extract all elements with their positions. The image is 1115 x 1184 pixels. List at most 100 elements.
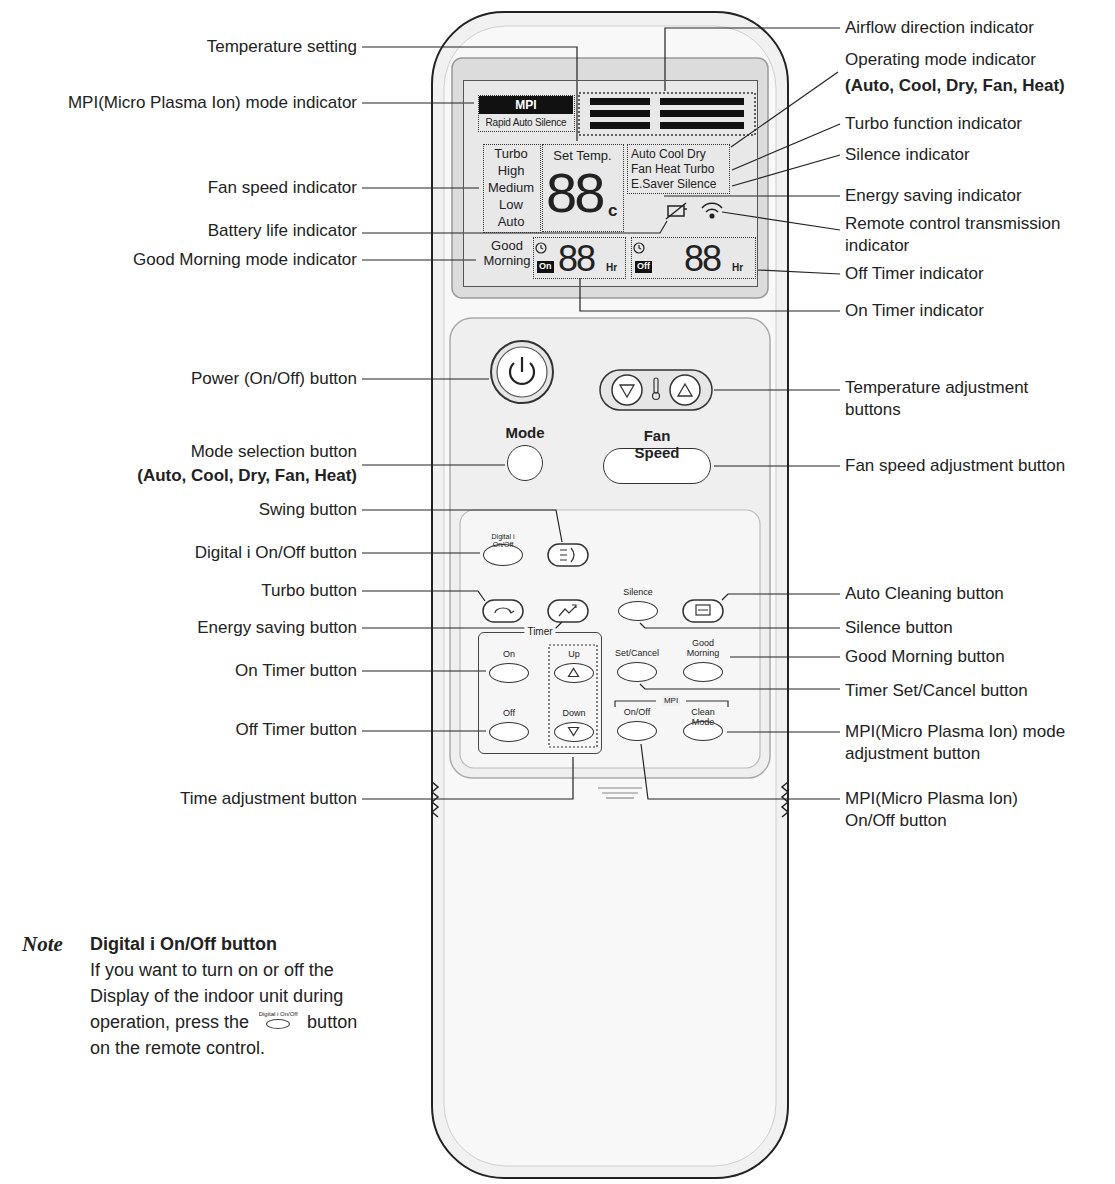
- arrow-glyph: [569, 728, 579, 736]
- battery-cover-grooves: [602, 792, 638, 793]
- button-caption: Set/Cancel: [615, 649, 659, 659]
- lcd-indicator-box: Off88Hr: [631, 237, 756, 279]
- callout-label: Good Morning mode indicator: [27, 249, 357, 271]
- leader-line: [641, 744, 840, 799]
- power-button: [491, 341, 553, 403]
- icon-buttons: [698, 610, 708, 611]
- temperature-buttons: [654, 378, 658, 393]
- remote-button: Good Morning: [679, 639, 727, 682]
- button-caption: Good Morning: [687, 639, 720, 659]
- leader-line: [362, 47, 577, 141]
- timer-panel: TimerOnUpOffDown: [478, 632, 602, 754]
- timer-clock-icon: [634, 243, 644, 253]
- callout-label: Temperature setting: [27, 36, 357, 58]
- lcd-indicator-box: Good MorningMPIRapid Auto SilenceTurbo H…: [463, 80, 758, 287]
- leader-line: [362, 552, 480, 553]
- battery-cover-grooves: [598, 787, 642, 788]
- button-caption: Mode: [505, 425, 544, 442]
- leader-line: [722, 212, 840, 230]
- remote-button: On/Off: [615, 708, 659, 741]
- callout-label: (Auto, Cool, Dry, Fan, Heat): [27, 465, 357, 487]
- button-shape: [489, 722, 529, 742]
- remote-button: Up: [552, 650, 596, 683]
- remote-button: On: [487, 650, 531, 683]
- leader-line: [722, 594, 840, 600]
- arrow-glyph: [569, 669, 579, 677]
- callout-label: Swing button: [27, 499, 357, 521]
- leader-line: [714, 465, 840, 466]
- callout-label: Digital i On/Off button: [27, 542, 357, 564]
- timer-clock-icon: [639, 245, 641, 249]
- leader-line: [362, 670, 486, 671]
- callout-label: MPI(Micro Plasma Ion) On/Off button: [845, 788, 1045, 832]
- button-caption: Up: [568, 650, 580, 660]
- panel-heading: Timer: [524, 626, 555, 638]
- note-heading: Note: [22, 931, 88, 957]
- button-caption: Digital i On/Off: [491, 533, 516, 548]
- arrow-glyph: [555, 664, 592, 681]
- lcd-display: [452, 58, 768, 298]
- remote-body: [432, 12, 788, 1178]
- timer-clock-icon: [541, 245, 543, 249]
- icon-button-shape: [266, 1019, 290, 1029]
- temperature-buttons: [600, 370, 712, 410]
- note-body: If you want to turn on or off the Displa…: [90, 957, 380, 1061]
- indicator-text: On: [537, 261, 554, 273]
- leader-line: [362, 730, 486, 731]
- group-label: MPI: [662, 696, 680, 706]
- button-shape: [617, 721, 657, 741]
- leader-line: [362, 187, 479, 188]
- icon-buttons: [483, 544, 723, 622]
- button-caption: Down: [562, 709, 585, 719]
- leader-line: [732, 155, 840, 186]
- battery-icon: [684, 208, 687, 210]
- icon-buttons: [559, 605, 576, 616]
- transmission-icon: [702, 203, 722, 208]
- indicator-text: Set Temp.: [545, 148, 620, 164]
- temperature-buttons: [620, 385, 634, 397]
- button-caption: Silence: [623, 588, 653, 598]
- transmission-icon: [702, 203, 722, 217]
- power-button: [521, 357, 523, 372]
- leader-line: [758, 270, 840, 274]
- callout-label: Remote control transmission indicator: [845, 213, 1107, 257]
- indicator-text: Auto Cool Dry: [631, 147, 706, 161]
- airflow-indicator: [660, 110, 744, 117]
- leader-line: [362, 102, 474, 103]
- temperature-buttons: [678, 384, 692, 396]
- time-adjust-bracket: [549, 645, 597, 747]
- callout-label: On Timer button: [27, 660, 357, 682]
- airflow-indicator: [590, 98, 650, 105]
- callout-label: Airflow direction indicator: [845, 17, 1110, 39]
- leader-line: [665, 28, 840, 91]
- indicator-text: c: [608, 202, 617, 219]
- remote-body: [432, 12, 788, 1178]
- button-shape: [618, 601, 658, 621]
- callout-label: Operating mode indicator: [845, 49, 1110, 71]
- leader-line: [580, 278, 840, 311]
- leader-line: [640, 684, 840, 689]
- indicator-text: 88: [546, 165, 602, 221]
- indicator-text: Turbo High Medium Low Auto: [485, 146, 537, 230]
- indicator-text: E.Saver Silence: [631, 177, 716, 191]
- battery-icon: [666, 203, 686, 219]
- battery-cover-grooves: [598, 788, 642, 798]
- lcd-indicator-box: On88Hr: [533, 237, 626, 279]
- callout-label: MPI(Micro Plasma Ion) mode adjustment bu…: [845, 721, 1085, 765]
- lcd-indicator-box: Auto Cool DryFan Heat TurboE.Saver Silen…: [627, 144, 730, 194]
- remote-button: Clean Mode: [677, 708, 730, 741]
- icon-caption: Digital i On/Off: [253, 1011, 303, 1018]
- callout-label: Auto Cleaning button: [845, 583, 1110, 605]
- indicator-text: Hr: [606, 262, 617, 274]
- battery-cover-grooves: [606, 797, 634, 798]
- button-shape: [683, 662, 723, 682]
- icon-buttons: [560, 548, 574, 562]
- callout-label: Silence indicator: [845, 144, 1110, 166]
- button-shape: [554, 663, 594, 683]
- button-caption: Clean Mode: [690, 708, 717, 728]
- inline-button-icon: Digital i On/Off: [253, 1011, 303, 1031]
- airflow-indicator: [579, 93, 755, 135]
- battery-icon: [666, 203, 687, 219]
- icon-buttons: [696, 605, 710, 615]
